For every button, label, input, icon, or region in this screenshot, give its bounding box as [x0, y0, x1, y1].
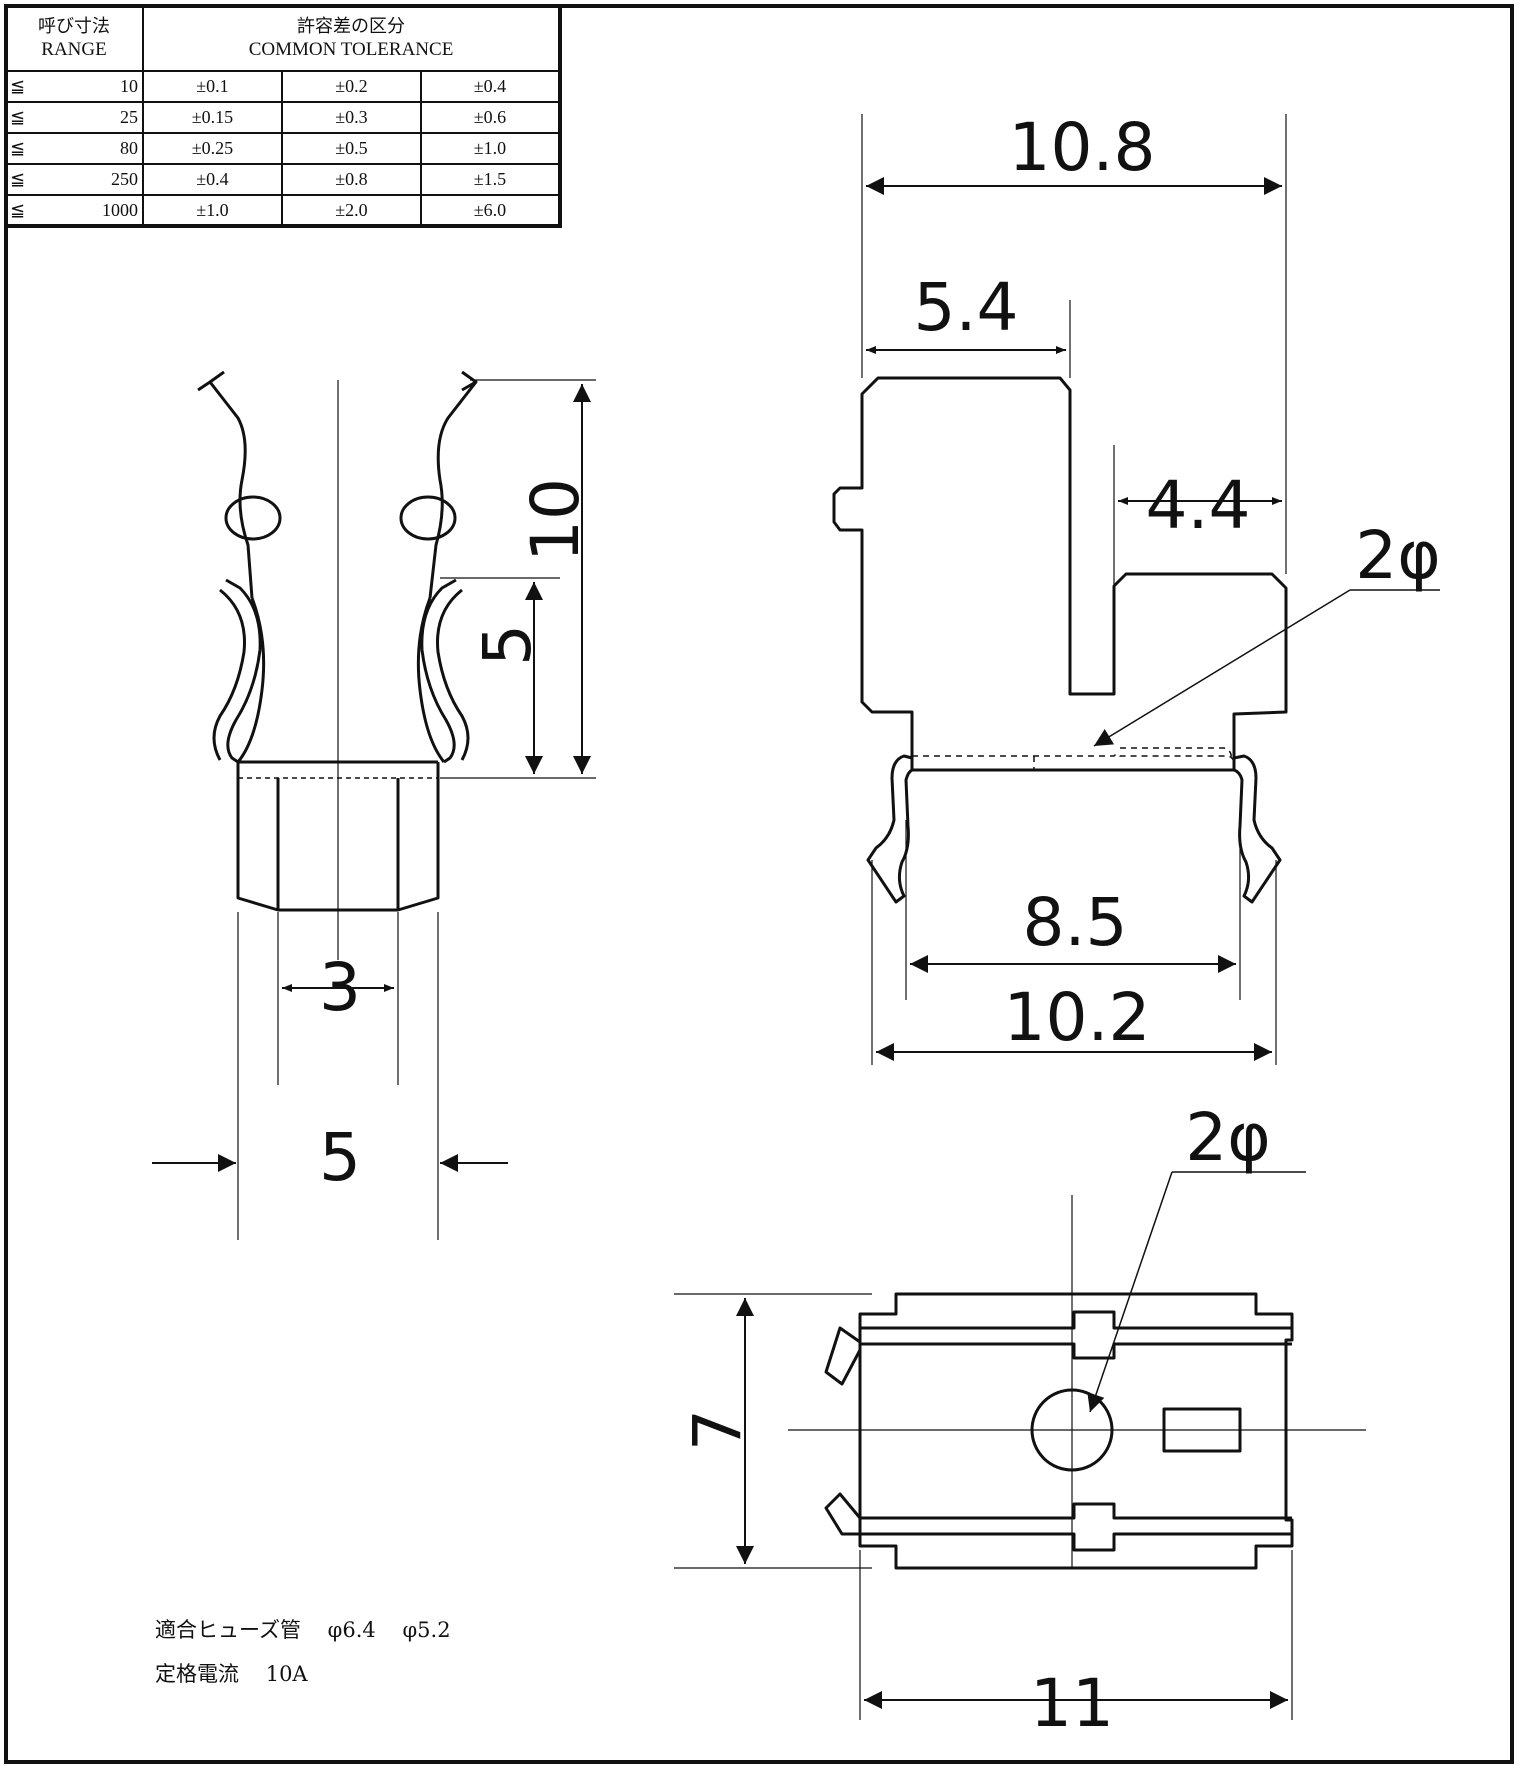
range-header: 呼び寸法 RANGE [4, 4, 144, 72]
tolerance-coarse: ±0.6 [420, 101, 562, 134]
dim-top-hole: 2φ [1185, 1099, 1271, 1176]
range-value: 250 [111, 169, 138, 189]
dim-side-height: 10 [517, 478, 594, 562]
dim-side-slot: 5 [469, 624, 546, 666]
tolerance-medium: ±0.2 [281, 70, 422, 103]
fuse-label: 適合ヒューズ管 [155, 1618, 301, 1642]
top-upper-rail2 [860, 1342, 1292, 1360]
table-row: ≦ 10 ±0.1 ±0.2 ±0.4 [4, 70, 562, 103]
table-row: ≦ 250 ±0.4 ±0.8 ±1.5 [4, 163, 562, 196]
spring-arm-left-outer [197, 380, 254, 599]
tolerance-coarse: ±0.4 [420, 70, 562, 103]
top-view [674, 1171, 1366, 1720]
spring-arm-left-inner2 [212, 588, 246, 761]
top-lower-rail [860, 1502, 1292, 1520]
spring-arm-right-body [416, 597, 446, 763]
top-lower-rail2 [860, 1532, 1292, 1552]
dim-top-width: 11 [1030, 1665, 1114, 1742]
tolerance-medium: ±0.8 [281, 163, 422, 196]
front-leg-left [866, 754, 913, 904]
top-body [858, 1292, 1294, 1570]
rating-label: 定格電流 [155, 1662, 239, 1686]
spring-arm-left-inner [225, 578, 262, 764]
dim-front-total-width: 10.8 [1009, 109, 1156, 186]
dim-top-height: 7 [679, 1409, 756, 1451]
tolerance-medium: ±0.3 [281, 101, 422, 134]
spring-arm-right-outer [428, 380, 478, 599]
tolerance-fine: ±0.4 [142, 163, 283, 196]
range-value: 80 [120, 138, 138, 158]
range-value: 10 [120, 76, 138, 96]
rating-value: 10A [265, 1662, 308, 1686]
top-leg-lower [824, 1492, 862, 1536]
dim-front-outer: 10.2 [1004, 979, 1151, 1056]
tolerance-medium: ±2.0 [281, 194, 422, 228]
dim-front-upper-left: 5.4 [914, 269, 1019, 346]
front-hidden-lines [912, 753, 1236, 771]
table-row: ≦ 25 ±0.15 ±0.3 ±0.6 [4, 101, 562, 134]
tolerance-header-jp: 許容差の区分 [297, 16, 405, 36]
tolerance-fine: ±0.1 [142, 70, 283, 103]
range-header-en: RANGE [41, 39, 107, 60]
tolerance-fine: ±0.25 [142, 132, 283, 165]
range-header-jp: 呼び寸法 [38, 16, 110, 36]
range-cell: ≦ 10 [4, 70, 144, 103]
dim-side-base-outer: 5 [319, 1119, 361, 1196]
table-row: ≦ 80 ±0.25 ±0.5 ±1.0 [4, 132, 562, 165]
rating-note: 定格電流 10A [155, 1658, 308, 1688]
spring-bead-left [224, 495, 282, 541]
tolerance-medium: ±0.5 [281, 132, 422, 165]
tolerance-fine: ±0.15 [142, 101, 283, 134]
base-body [236, 762, 440, 912]
dim-front-inner: 8.5 [1023, 884, 1128, 961]
fuse-diameter-1: φ6.4 [327, 1618, 376, 1642]
le-symbol: ≦ [10, 169, 26, 189]
le-symbol: ≦ [10, 107, 26, 127]
front-view [832, 114, 1440, 1065]
front-leg-right [1233, 754, 1282, 904]
tolerance-coarse: ±1.5 [420, 163, 562, 196]
le-symbol: ≦ [10, 76, 26, 96]
spring-bead-right [399, 495, 457, 541]
table-row: ≦ 1000 ±1.0 ±2.0 ±6.0 [4, 194, 562, 228]
range-value: 1000 [102, 199, 138, 220]
range-cell: ≦ 80 [4, 132, 144, 165]
spring-arm-right-inner2 [436, 588, 470, 761]
fuse-note: 適合ヒューズ管 φ6.4 φ5.2 [155, 1614, 451, 1644]
range-cell: ≦ 1000 [4, 194, 144, 228]
base-inner-walls [276, 778, 400, 910]
spring-arm-left-tip [209, 370, 225, 384]
spring-arm-left-body [236, 597, 266, 763]
dim-front-hole: 2φ [1355, 517, 1441, 594]
range-value: 25 [120, 107, 138, 127]
drawing-frame [4, 4, 1514, 1764]
tolerance-table: 呼び寸法 RANGE 許容差の区分 COMMON TOLERANCE ≦ 10 ±… [4, 4, 562, 228]
tolerance-coarse: ±6.0 [420, 194, 562, 228]
dim-front-gap: 4.4 [1146, 467, 1251, 544]
range-cell: ≦ 250 [4, 163, 144, 196]
top-upper-rail [860, 1310, 1292, 1330]
dim-side-base-inner: 3 [319, 949, 361, 1026]
tolerance-fine: ±1.0 [142, 194, 283, 228]
tolerance-header-en: COMMON TOLERANCE [248, 39, 454, 60]
top-leg-upper [824, 1326, 862, 1386]
spring-arm-right-inner [420, 578, 457, 764]
tolerance-coarse: ±1.0 [420, 132, 562, 165]
tolerance-header: 許容差の区分 COMMON TOLERANCE [142, 4, 562, 72]
le-symbol: ≦ [10, 138, 26, 158]
fuse-diameter-2: φ5.2 [402, 1618, 451, 1642]
range-cell: ≦ 25 [4, 101, 144, 134]
front-body [832, 376, 1288, 772]
le-symbol: ≦ [10, 199, 26, 220]
side-view [152, 370, 596, 1240]
front-hidden-detail [1033, 747, 1232, 770]
